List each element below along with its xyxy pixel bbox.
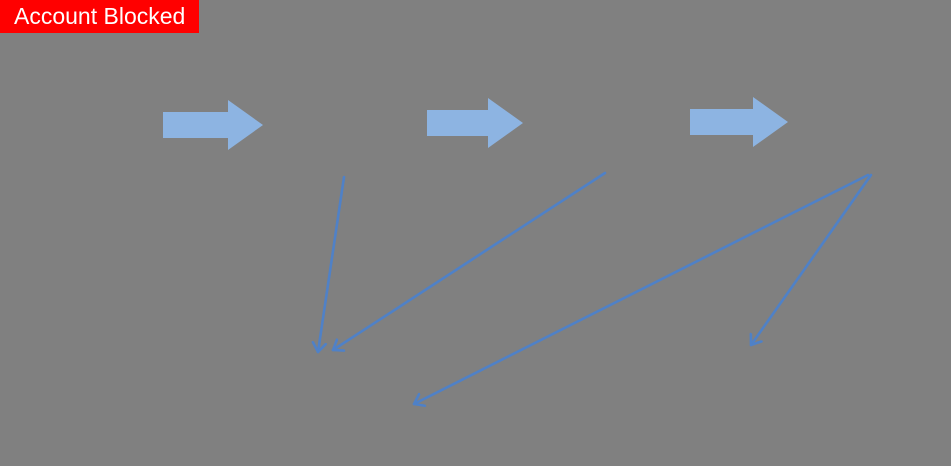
flow-arrow-try1-to-try2	[427, 98, 523, 148]
flow-arrow-start-to-try1	[163, 100, 263, 150]
connector-try1-to-access	[318, 175, 346, 354]
connector-try2-to-access	[331, 171, 607, 350]
connector-try3-to-blocked	[751, 173, 873, 347]
node-account-blocked: Account Blocked	[0, 0, 200, 34]
flow-arrow-try2-to-try3	[690, 97, 788, 147]
connector-try3-to-access	[412, 173, 870, 404]
node-account-blocked-label: Account Blocked	[14, 3, 186, 29]
